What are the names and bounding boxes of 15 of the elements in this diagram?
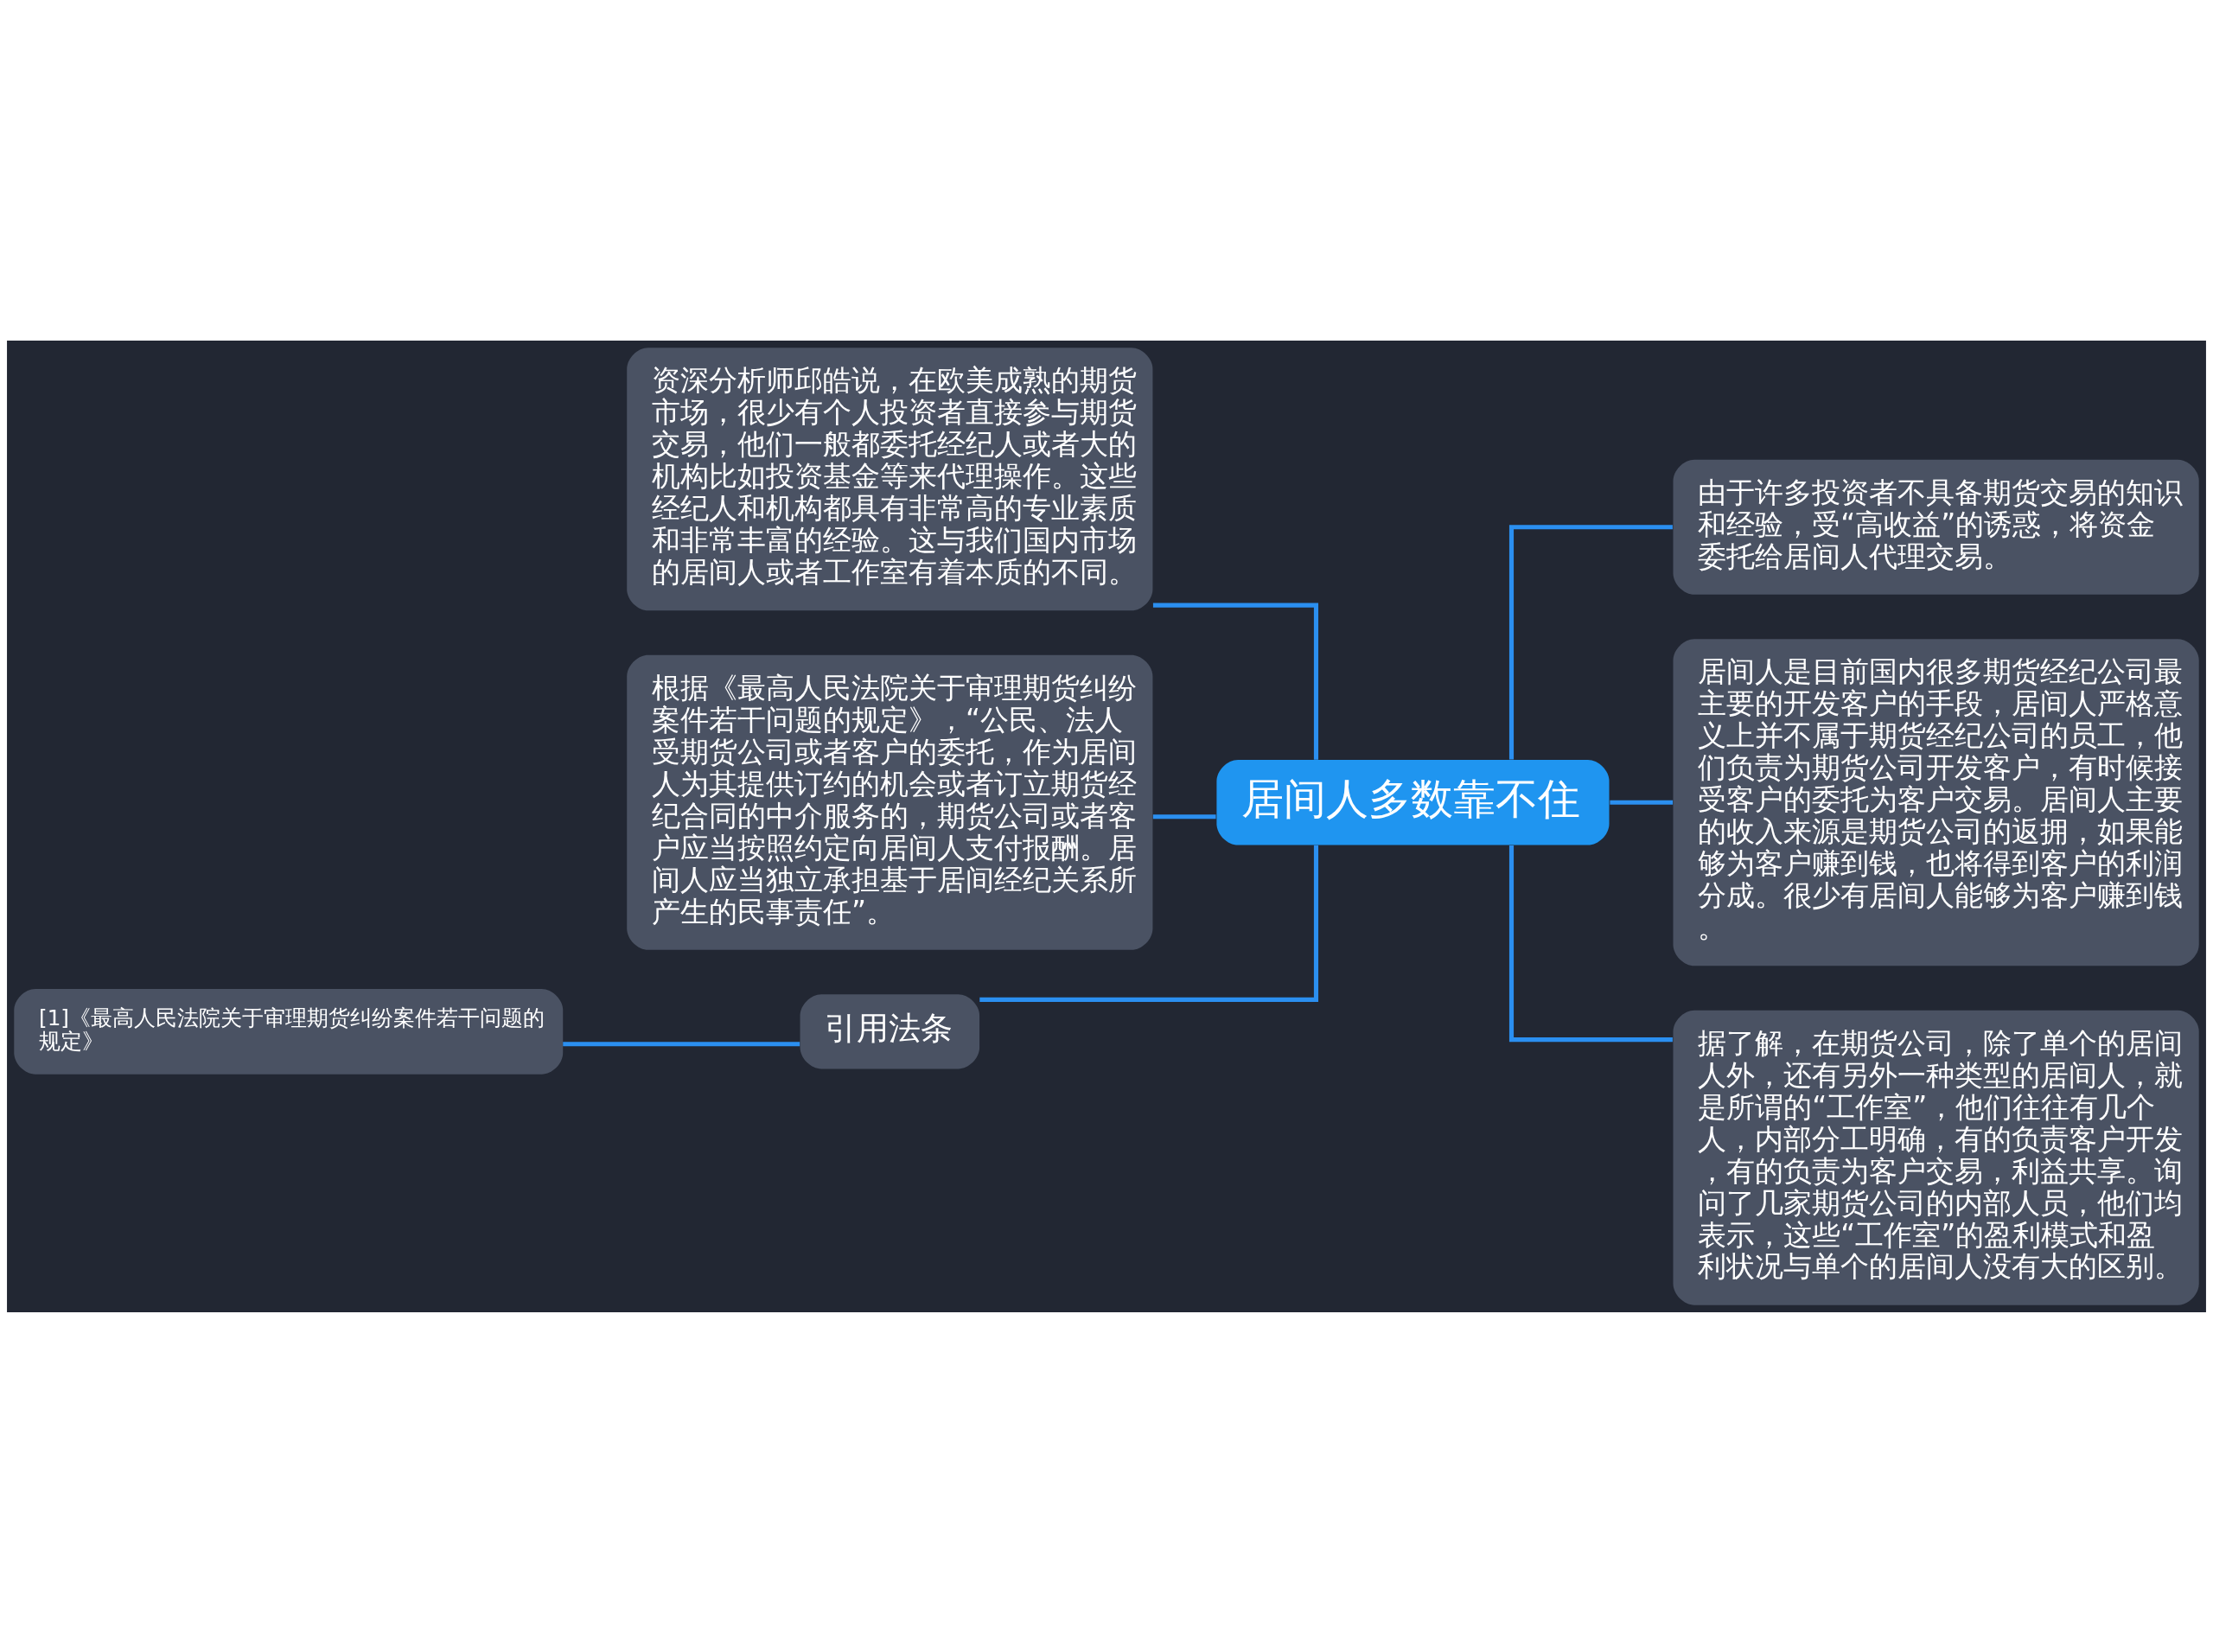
node-box: 资深分析师邱皓说，在欧美成熟的期货市场，很少有个人投资者直接参与期货交易，他们一般都委托经纪人或者大的机构比如投资基金等来代理操作。这些经纪人和机构都具有非常高的专业素质和非常丰富的经验。这与我们国内市场的居间人或者工作室有着本质的不同。 <box>627 347 1153 610</box>
node-box: 居间人是目前国内很多期货经纪公司最主要的开发客户的手段，居间人严格意义上并不属于期货经纪公司的员工，他们负责为期货公司开发客户，有时候接受客户的委托为客户交易。居间人主要的收入来源是期货公司的返拥，如果能够为客户赚到钱，也将得到客户的利润分成。很少有居间人能够为客户赚到钱。 <box>1673 638 2199 966</box>
node-box: 由于许多投资者不具备期货交易的知识和经验，受“高收益”的诱惑，将资金委托给居间人代理交易。 <box>1673 459 2199 595</box>
connector <box>979 845 1319 1002</box>
connector <box>1152 813 1216 819</box>
node-box: 据了解，在期货公司，除了单个的居间人外，还有另外一种类型的居间人，就是所谓的“工作室”，他们往往有几个人，内部分工明确，有的负责客户开发，有的负责为客户交易，利益共享。询问了几家期货公司的内部人员，他们均表示，这些“工作室”的盈利模式和盈利状况与单个的居间人没有大的区别。 <box>1673 1010 2199 1305</box>
connector <box>1508 845 1673 1042</box>
node-box: 根据《最高人民法院关于审理期货纠纷案件若干问题的规定》，“公民、法人受期货公司或者客户的委托，作为居间人为其提供订约的机会或者订立期货经纪合同的中介服务的，期货公司或者客户应当按照约定向居间人支付报酬。居间人应当独立承担基于居间经纪关系所产生的民事责任”。 <box>627 654 1153 950</box>
node-box: 引用法条 <box>800 993 980 1068</box>
connector <box>1152 603 1319 760</box>
connector <box>1610 800 1674 805</box>
node-box: 居间人多数靠不住 <box>1216 759 1610 845</box>
node-box: [1]《最高人民法院关于审理期货纠纷案件若干问题的规定》 <box>14 988 564 1075</box>
connector <box>1508 524 1673 759</box>
connector <box>563 1041 800 1046</box>
